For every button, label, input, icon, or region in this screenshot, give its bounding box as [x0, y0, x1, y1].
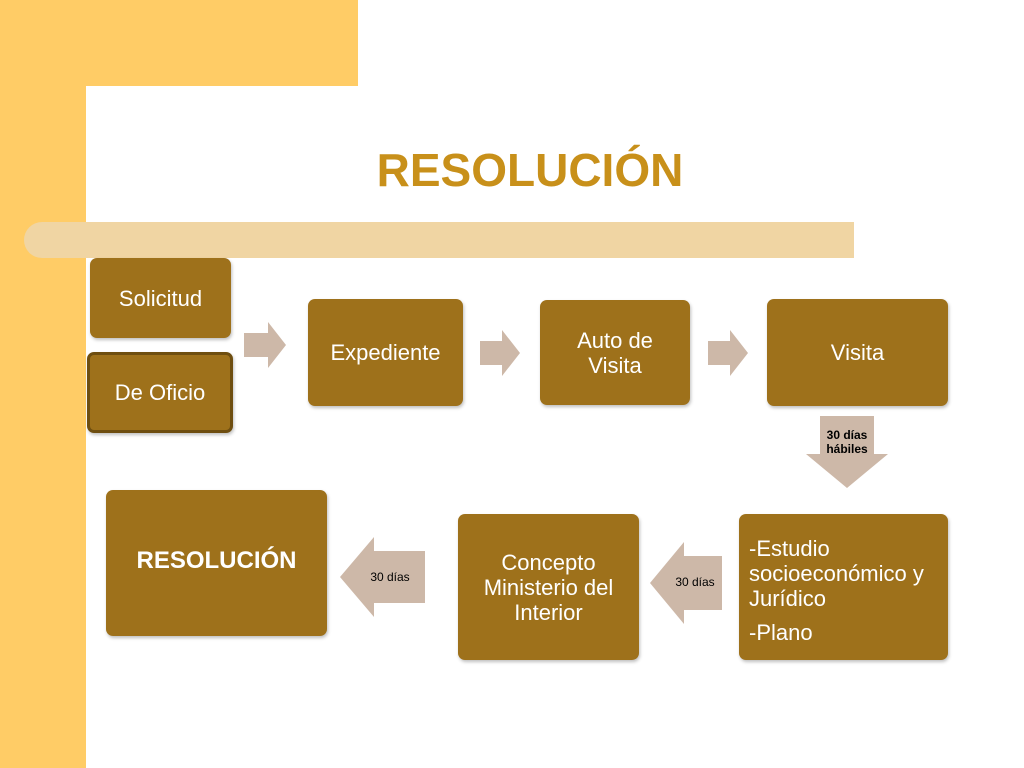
down-arrow — [806, 416, 888, 488]
box-solicitud-label: Solicitud — [118, 285, 203, 311]
box-expediente-label: Expediente — [330, 340, 441, 365]
left-arrow-1-label: 30 días — [675, 575, 715, 589]
left-arrow-2-label: 30 días — [370, 570, 410, 584]
box-concepto-label: Concepto Ministerio del Interior — [483, 549, 614, 625]
title-underline-band — [24, 222, 854, 258]
box-resolucion-label: RESOLUCIÓN — [136, 547, 297, 574]
box-solicitud: Solicitud — [90, 258, 231, 338]
box-concepto: Concepto Ministerio del Interior — [458, 514, 639, 660]
box-auto-de-visita: Auto de Visita — [540, 300, 690, 405]
box-de-oficio: De Oficio — [87, 352, 233, 433]
down-arrow-label-line2: hábiles — [826, 442, 868, 456]
slide-title: RESOLUCIÓN — [376, 144, 684, 196]
box-visita-label: Visita — [830, 340, 885, 365]
box-visita: Visita — [767, 299, 948, 406]
right-arrow-1 — [244, 322, 286, 368]
left-arrow-1 — [650, 542, 722, 624]
down-arrow-label: 30 días hábiles — [814, 428, 880, 456]
box-auto-de-visita-label: Auto de Visita — [577, 327, 653, 378]
left-arrow-2 — [340, 537, 425, 617]
right-arrow-2 — [480, 330, 520, 376]
box-estudio-line1: -Estudio socioeconómico y Jurídico — [749, 536, 924, 611]
down-arrow-label-line1: 30 días — [826, 428, 868, 442]
box-resolucion: RESOLUCIÓN — [106, 490, 327, 636]
top-accent-block — [0, 0, 358, 86]
left-accent-bar — [0, 0, 86, 768]
right-arrow-3 — [708, 330, 748, 376]
content-panel-corner — [86, 86, 206, 206]
box-de-oficio-label: De Oficio — [114, 380, 206, 405]
box-expediente: Expediente — [308, 299, 463, 406]
box-estudio-line2: -Plano — [749, 620, 813, 645]
box-estudio: -Estudio socioeconómico y Jurídico -Plan… — [739, 514, 948, 660]
